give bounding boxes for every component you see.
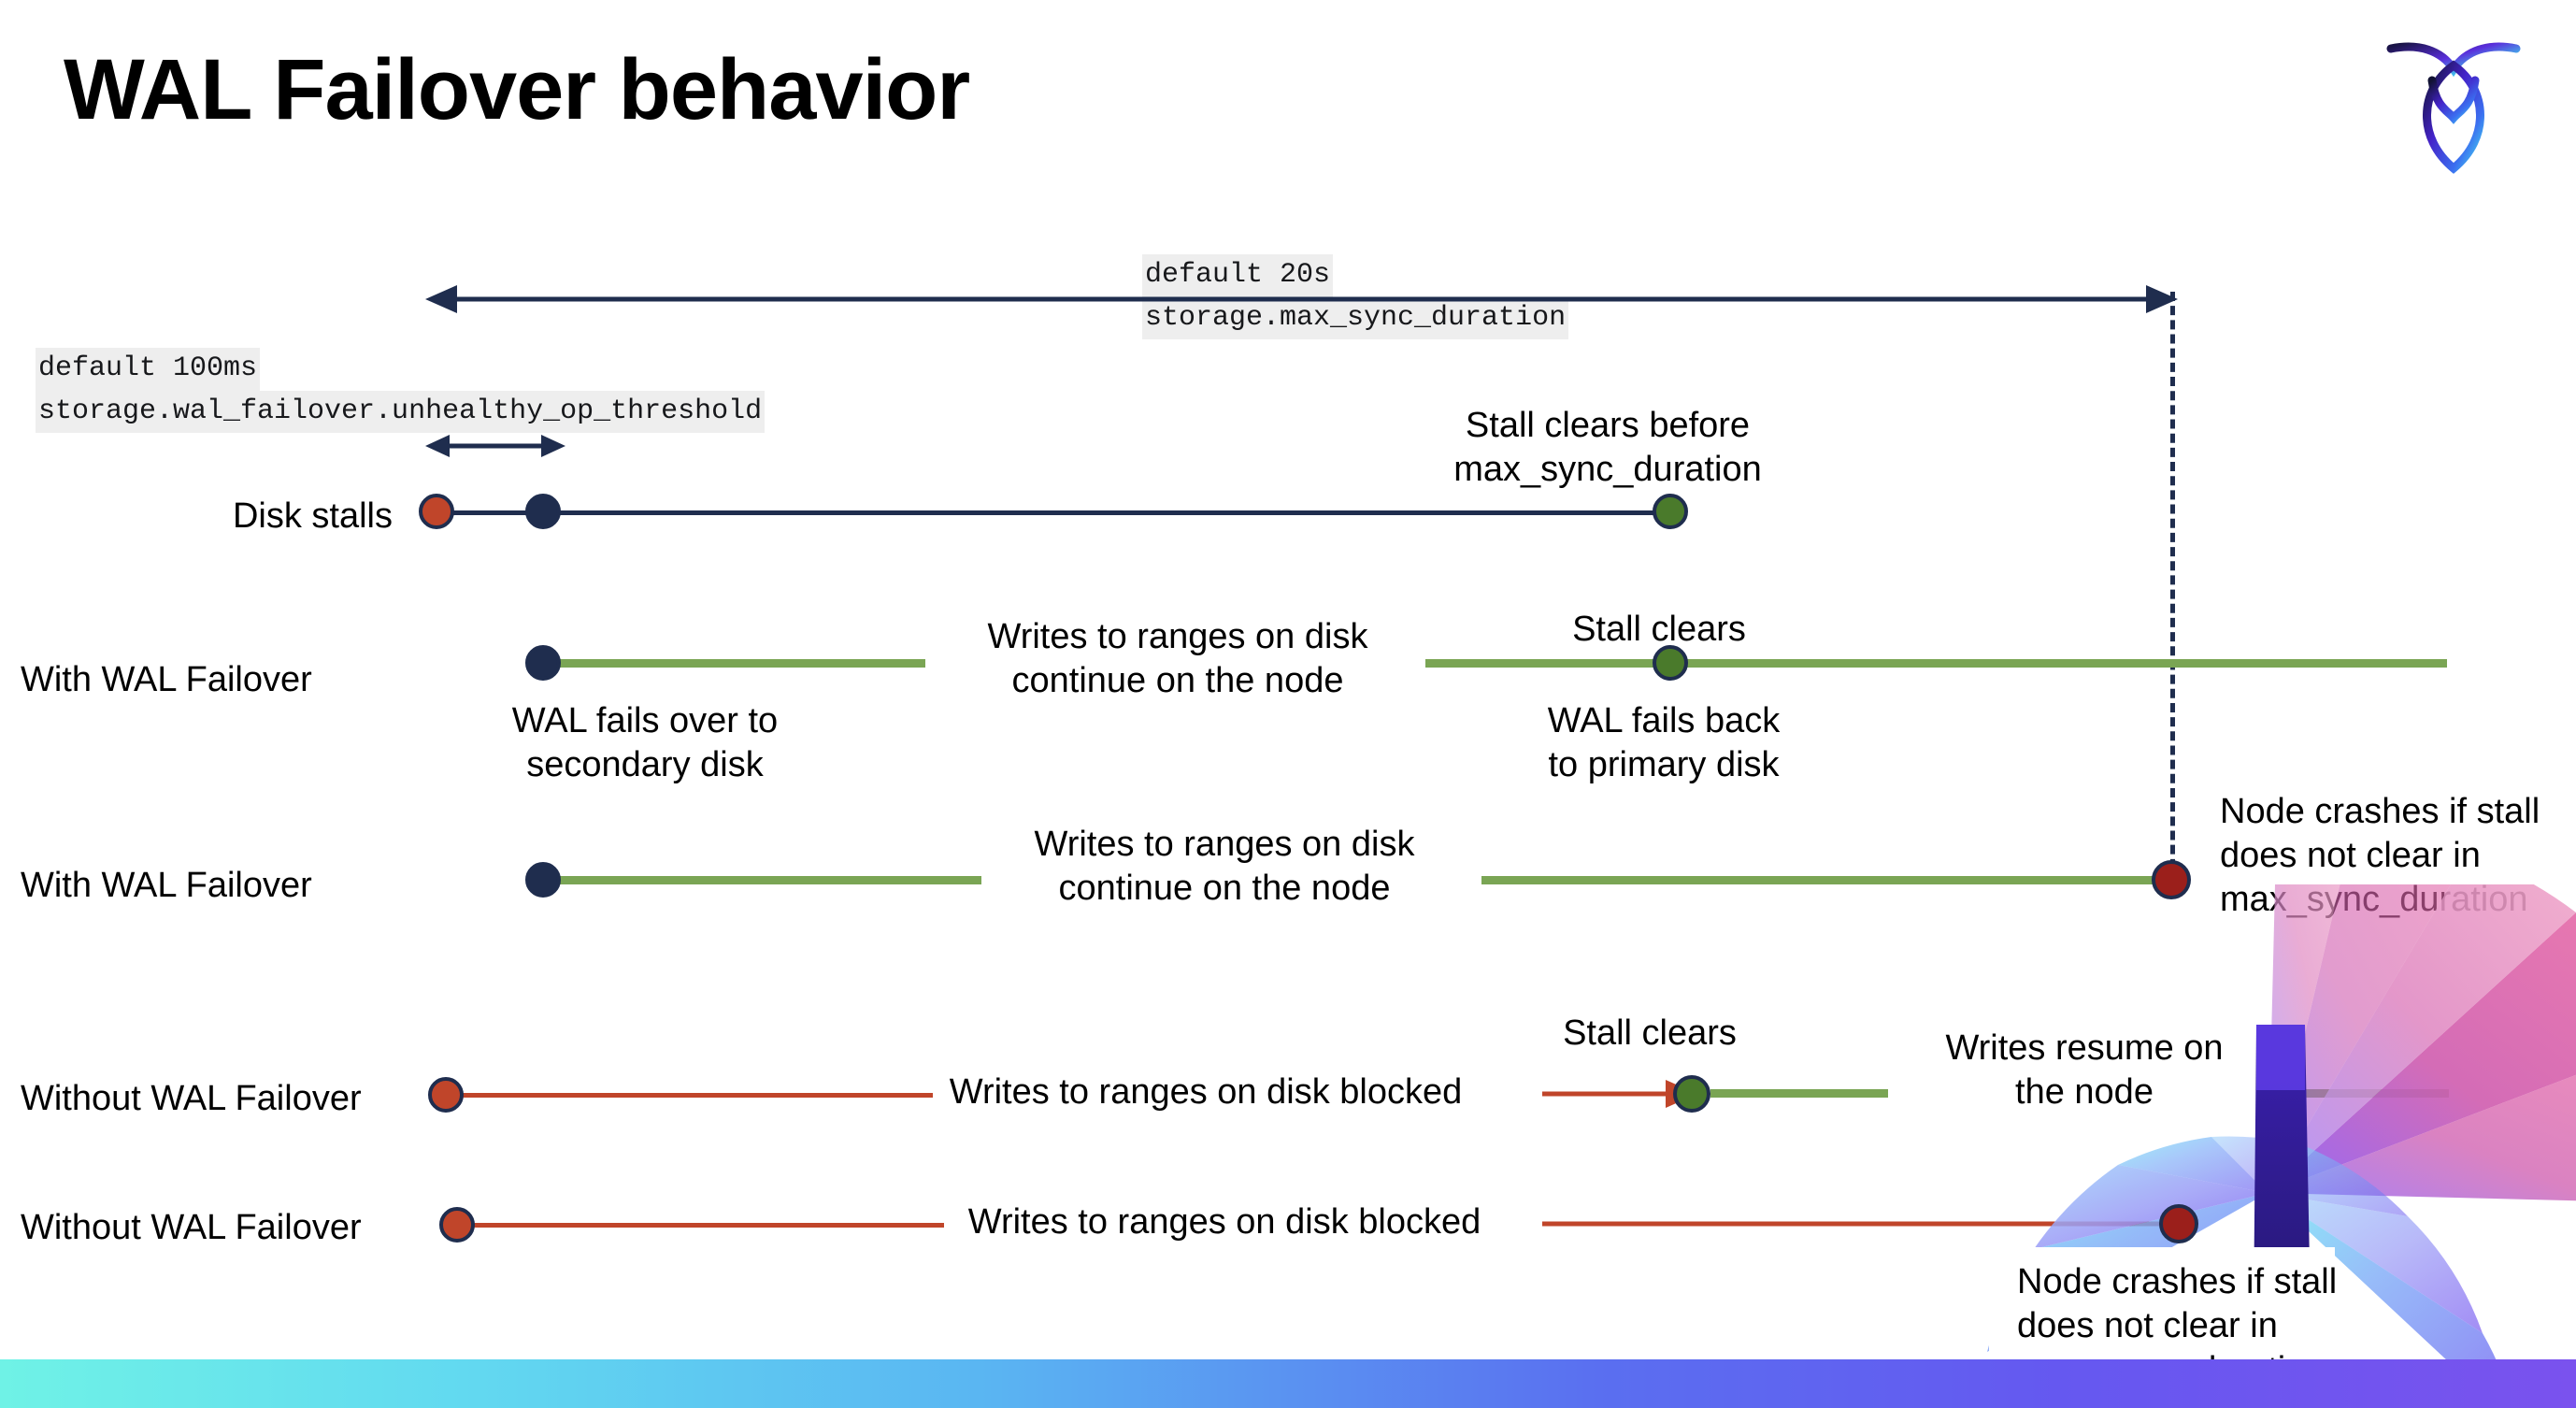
annotation-stall-clears-1: Stall clears bbox=[1572, 610, 1746, 649]
timeline-without-failover-1-resume-a bbox=[1710, 1089, 1888, 1098]
marker-node-crash-without-failover-2 bbox=[2159, 1204, 2198, 1243]
row-label-without-wal-failover-2: Without WAL Failover bbox=[21, 1208, 362, 1247]
max-sync-deadline-dashed-line bbox=[2170, 292, 2175, 883]
code-label-max-sync-duration: default 20s storage.max_sync_duration bbox=[1142, 254, 1569, 339]
unhealthy-default: default 100ms bbox=[36, 348, 261, 391]
marker-stall-start-disk-stalls bbox=[419, 494, 454, 529]
annotation-wal-fails-over-secondary: WAL fails over to secondary disk bbox=[511, 701, 779, 785]
annotation-wal-fails-back-primary: WAL fails back to primary disk bbox=[1547, 701, 1781, 785]
annotation-stall-clears-before-max-sync: Stall clears before max_sync_duration bbox=[1453, 406, 1762, 490]
marker-stall-clears-wal-failover-1 bbox=[1653, 645, 1688, 681]
timeline-wal-failover-1-segment-b bbox=[1425, 659, 2447, 668]
unhealthy-op-threshold-span-arrow bbox=[425, 435, 565, 457]
page-title: WAL Failover behavior bbox=[64, 42, 970, 137]
row-label-without-wal-failover-1: Without WAL Failover bbox=[21, 1079, 362, 1118]
marker-stall-start-without-failover-1 bbox=[428, 1077, 464, 1113]
annotation-writes-blocked-1: Writes to ranges on disk blocked bbox=[949, 1072, 1463, 1112]
timeline-disk-stalls bbox=[439, 510, 1675, 515]
row-label-disk-stalls: Disk stalls bbox=[232, 496, 393, 536]
timeline-without-failover-2-blocked-a bbox=[458, 1223, 944, 1228]
annotation-writes-continue-2: Writes to ranges on disk continue on the… bbox=[1034, 825, 1415, 909]
max-sync-default: default 20s bbox=[1142, 254, 1334, 297]
marker-stall-clears-disk-stalls bbox=[1653, 494, 1688, 529]
code-label-unhealthy-op-threshold: default 100ms storage.wal_failover.unhea… bbox=[36, 348, 766, 433]
max-sync-name: storage.max_sync_duration bbox=[1142, 296, 1569, 339]
timeline-wal-failover-1-segment-a bbox=[542, 659, 925, 668]
blocked-arrow-without-failover-2 bbox=[1542, 1210, 2197, 1238]
annotation-node-crashes-1: Node crashes if stall does not clear in … bbox=[2220, 792, 2540, 920]
annotation-writes-resume: Writes resume on the node bbox=[1945, 1028, 2224, 1113]
timeline-without-failover-1-blocked-a bbox=[447, 1093, 933, 1098]
marker-wal-failover-begin-2 bbox=[525, 862, 561, 898]
cockroachdb-logo-icon bbox=[2374, 28, 2533, 178]
timeline-wal-failover-2-segment-a bbox=[542, 876, 981, 884]
max-sync-duration-span-arrow bbox=[425, 285, 2178, 313]
marker-unhealthy-threshold-disk-stalls bbox=[525, 494, 561, 529]
annotation-writes-continue-1: Writes to ranges on disk continue on the… bbox=[987, 617, 1368, 701]
bottom-gradient-bar bbox=[0, 1359, 2576, 1408]
marker-stall-clears-without-failover-1 bbox=[1673, 1075, 1710, 1113]
annotation-writes-blocked-2: Writes to ranges on disk blocked bbox=[967, 1202, 1481, 1242]
marker-stall-start-without-failover-2 bbox=[439, 1207, 475, 1243]
timeline-without-failover-1-resume-b bbox=[2285, 1089, 2449, 1098]
row-label-with-wal-failover-1: With WAL Failover bbox=[21, 660, 312, 699]
row-label-with-wal-failover-2: With WAL Failover bbox=[21, 866, 312, 905]
unhealthy-name: storage.wal_failover.unhealthy_op_thresh… bbox=[36, 390, 766, 433]
timeline-wal-failover-2-segment-b bbox=[1481, 876, 2173, 884]
marker-node-crash-wal-failover-2 bbox=[2152, 860, 2191, 899]
marker-wal-failover-begin-1 bbox=[525, 645, 561, 681]
annotation-stall-clears-2: Stall clears bbox=[1563, 1013, 1737, 1053]
